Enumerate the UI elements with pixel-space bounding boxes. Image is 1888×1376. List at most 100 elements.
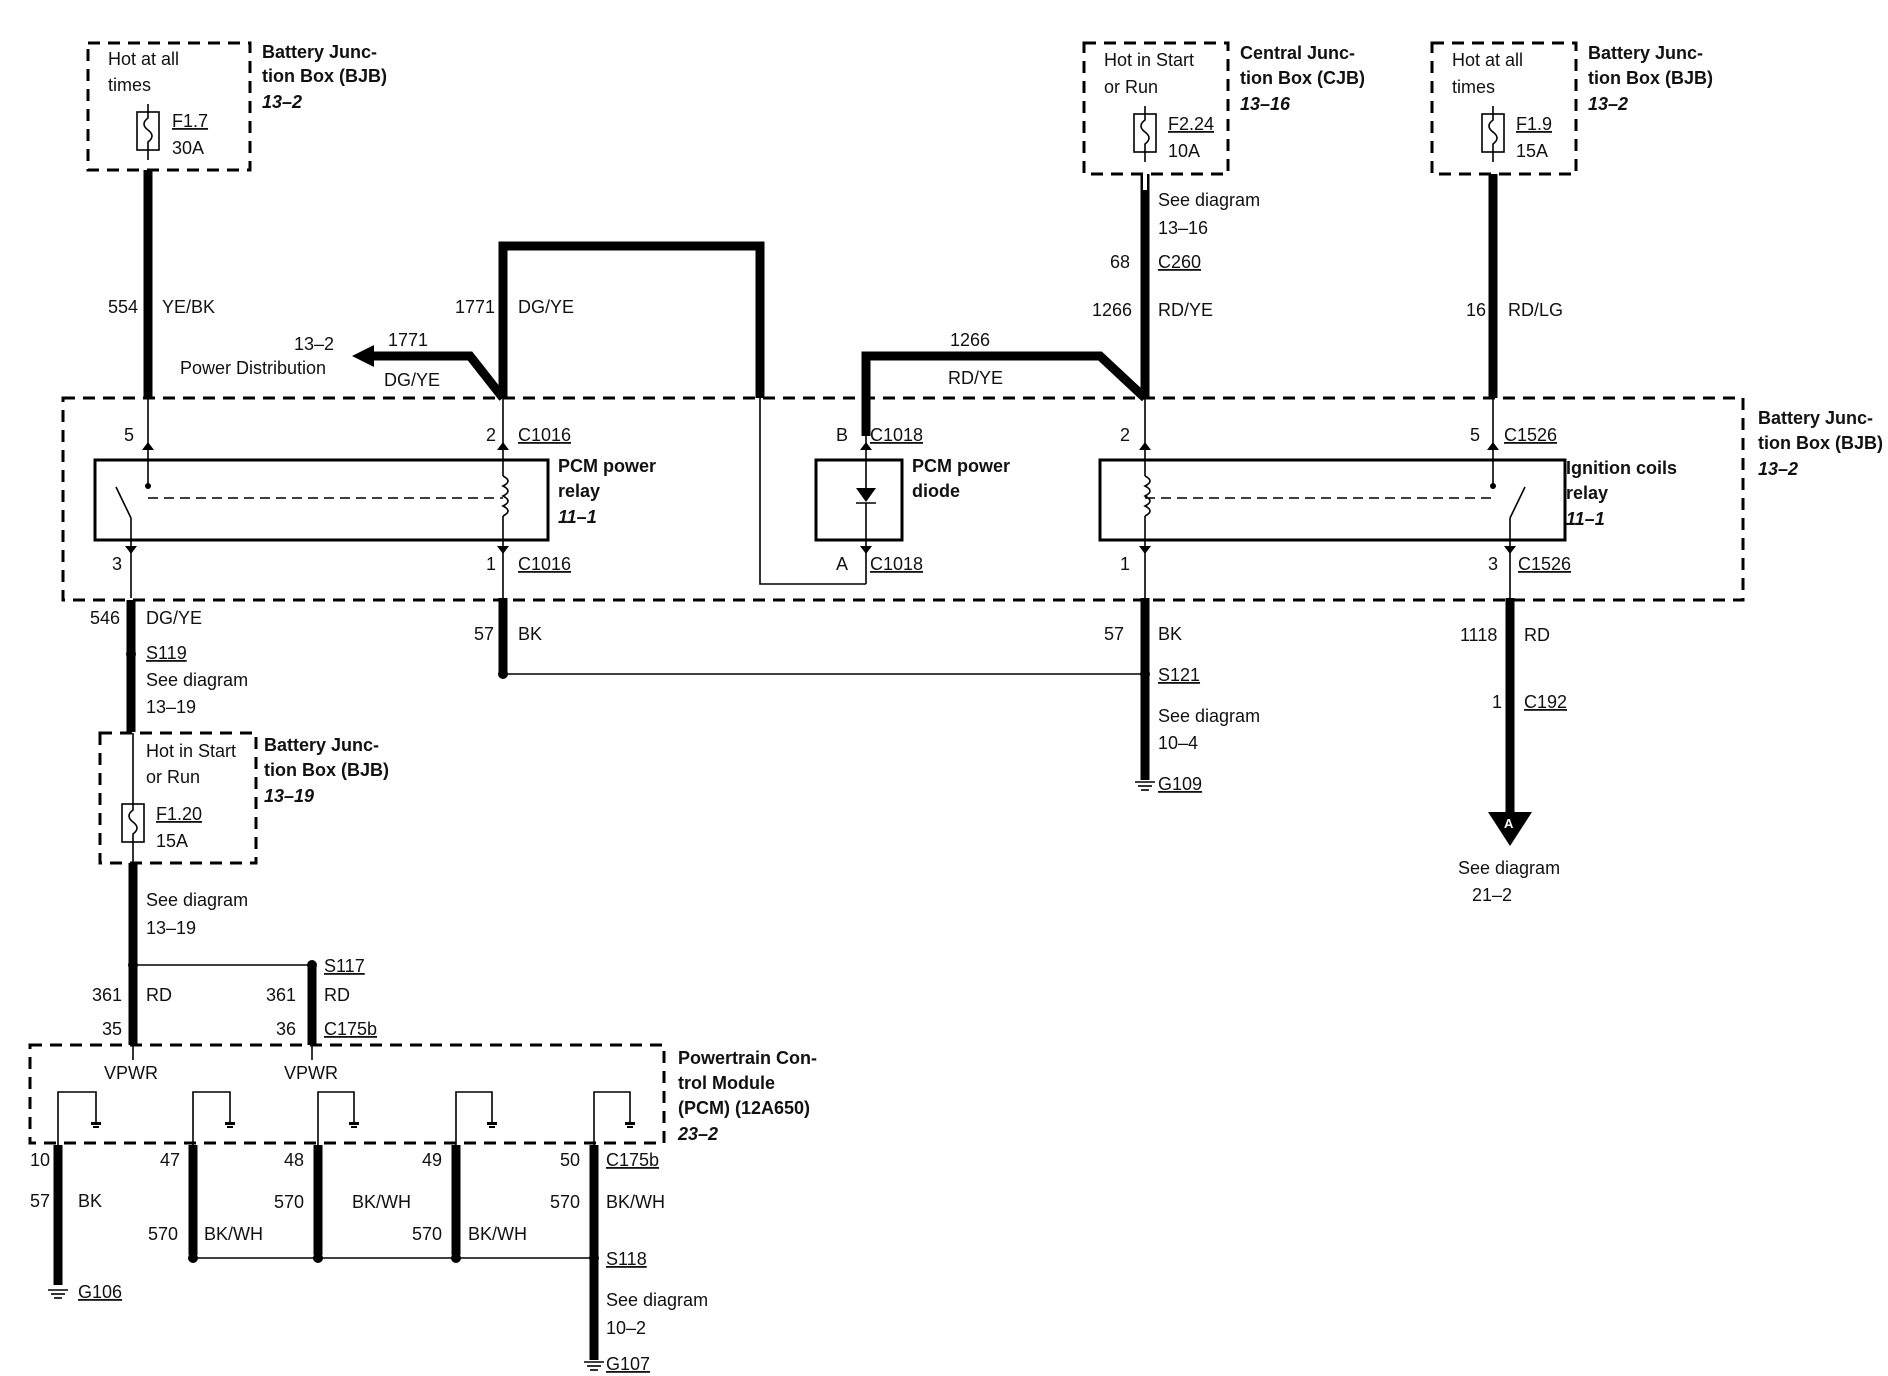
fuse-f1-9-boxname-1: Battery Junc- (1588, 43, 1703, 63)
pcm-pin-10: 10 (30, 1150, 50, 1170)
diode-pin-b: B (836, 425, 848, 445)
fuse-f1-9-hot-1: Hot at all (1452, 50, 1523, 70)
fuse-f1-20-ref: 13–19 (264, 786, 314, 806)
wire-16-num: 16 (1466, 300, 1486, 320)
fuse-f1-20-hot-2: or Run (146, 767, 200, 787)
fuse-f2-24-box: Hot in Start or Run F2.24 10A Central Ju… (1082, 41, 1365, 176)
wire-1118-num: 1118 (1460, 625, 1497, 645)
c260-conn: C260 (1158, 252, 1201, 272)
wire-1771 (498, 241, 765, 398)
wire-1266-mid-num: 1266 (950, 330, 990, 350)
fuse-f1-9-box: Hot at all times F1.9 15A Battery Junc- … (1430, 41, 1713, 176)
wire-570a-color: BK/WH (204, 1224, 263, 1244)
pcm-relay-conn-bot: C1016 (518, 554, 571, 574)
c175b-conn-top: C175b (324, 1019, 377, 1039)
pd-ref: 13–2 (294, 334, 334, 354)
vpwr-label-1: VPWR (104, 1063, 158, 1083)
ign-relay-pin-1: 1 (1120, 554, 1130, 574)
wire-361b-num: 361 (266, 985, 296, 1005)
ground-icon (1135, 781, 1155, 791)
pcm-box (28, 1043, 666, 1145)
diode-label-1: PCM power (912, 456, 1010, 476)
pcm-pin-50: 50 (560, 1150, 580, 1170)
pcm-pin-48: 48 (284, 1150, 304, 1170)
pcm-relay-pin-2: 2 (486, 425, 496, 445)
ign-relay-pin-3: 3 (1488, 554, 1498, 574)
wire-554-color: YE/BK (162, 297, 215, 317)
fuse-f1-9-amp: 15A (1516, 141, 1548, 161)
s118-see-2: 10–2 (606, 1318, 646, 1338)
pcm-relay-label-2: relay (558, 481, 600, 501)
connector-a-letter: A (1504, 816, 1514, 831)
wire-1266-mid-color: RD/YE (948, 368, 1003, 388)
splice-s119 (126, 649, 136, 659)
pcm-relay-pin-3: 3 (112, 554, 122, 574)
wire-57c-color: BK (78, 1191, 102, 1211)
ign-relay-conn-top: C1526 (1504, 425, 1557, 445)
ign-relay-conn-bot: C1526 (1518, 554, 1571, 574)
arrow-left-icon (352, 345, 374, 367)
fuse-f1-20-hot-1: Hot in Start (146, 741, 236, 761)
c192-see-1: See diagram (1458, 858, 1560, 878)
fuse-f2-24-amp: 10A (1168, 141, 1200, 161)
wire-570b-num: 570 (274, 1192, 304, 1212)
s119-see-2: 13–19 (146, 697, 196, 717)
pcm-title-3: (PCM) (12A650) (678, 1098, 810, 1118)
pd-num: 1771 (388, 330, 428, 350)
c192-pin: 1 (1492, 692, 1502, 712)
pcm-relay-conn-top: C1016 (518, 425, 571, 445)
s121-id: S121 (1158, 665, 1200, 685)
s118-see-1: See diagram (606, 1290, 708, 1310)
ignition-coils-relay: 2 5 C1526 1 3 C1526 Ignition coils relay… (1098, 398, 1677, 598)
s121-see-2: 10–4 (1158, 733, 1198, 753)
see-13-19-1: See diagram (146, 890, 248, 910)
wire-570c-color: BK/WH (468, 1224, 527, 1244)
fuse-f2-24-boxname-2: tion Box (CJB) (1240, 68, 1365, 88)
ign-relay-ref: 11–1 (1566, 509, 1605, 529)
pd-label: Power Distribution (180, 358, 326, 378)
see-13-16-1: See diagram (1158, 190, 1260, 210)
pcm-power-relay: 5 2 C1016 3 1 C1016 PCM power relay 11–1 (93, 398, 656, 598)
splice-s118 (589, 1253, 599, 1263)
wire-57b-num: 57 (1104, 624, 1124, 644)
fuse-f1-9-ref: 13–2 (1588, 94, 1628, 114)
s118-id: S118 (606, 1249, 647, 1269)
fuse-f1-7-box: Hot at all times F1.7 30A Battery Junc- … (86, 41, 387, 172)
diode-conn-bot: C1018 (870, 554, 923, 574)
wire-546-num: 546 (90, 608, 120, 628)
c175b-pin-36: 36 (276, 1019, 296, 1039)
fuse-f1-20-id: F1.20 (156, 804, 202, 824)
s119-id: S119 (146, 643, 187, 663)
wire-57c-num: 57 (30, 1191, 50, 1211)
fuse-f1-20-box: Hot in Start or Run F1.20 15A Battery Ju… (98, 731, 389, 865)
ign-relay-pin-2: 2 (1120, 425, 1130, 445)
see-13-19-2: 13–19 (146, 918, 196, 938)
fuse-f1-9-boxname-2: tion Box (BJB) (1588, 68, 1713, 88)
wire-1266-num: 1266 (1092, 300, 1132, 320)
fuse-f2-24-ref: 13–16 (1240, 94, 1291, 114)
c260-pin: 68 (1110, 252, 1130, 272)
coil-icon (1143, 475, 1151, 517)
pcm-relay-pin-5: 5 (124, 425, 134, 445)
fuse-f2-24-boxname-1: Central Junc- (1240, 43, 1355, 63)
g107-label: G107 (606, 1354, 650, 1374)
wire-570a-num: 570 (148, 1224, 178, 1244)
fuse-f1-9-hot-2: times (1452, 77, 1495, 97)
g106-label: G106 (78, 1282, 122, 1302)
see-13-16-2: 13–16 (1158, 218, 1208, 238)
fuse-f1-20-boxname-1: Battery Junc- (264, 735, 379, 755)
bjb-main-title-2: tion Box (BJB) (1758, 433, 1883, 453)
diode-icon (856, 488, 876, 502)
c175b-pin-35: 35 (102, 1019, 122, 1039)
pcm-conn-bot: C175b (606, 1150, 659, 1170)
fuse-f1-20-boxname-2: tion Box (BJB) (264, 760, 389, 780)
fuse-f1-7-hot-2: times (108, 75, 151, 95)
c192-see-2: 21–2 (1472, 885, 1512, 905)
wire-1771-power-distribution (370, 351, 507, 401)
vpwr-label-2: VPWR (284, 1063, 338, 1083)
splice-s121 (1140, 669, 1150, 679)
s121-see-1: See diagram (1158, 706, 1260, 726)
wire-57b-color: BK (1158, 624, 1182, 644)
diode-pin-a: A (836, 554, 848, 574)
ign-relay-label-2: relay (1566, 483, 1608, 503)
